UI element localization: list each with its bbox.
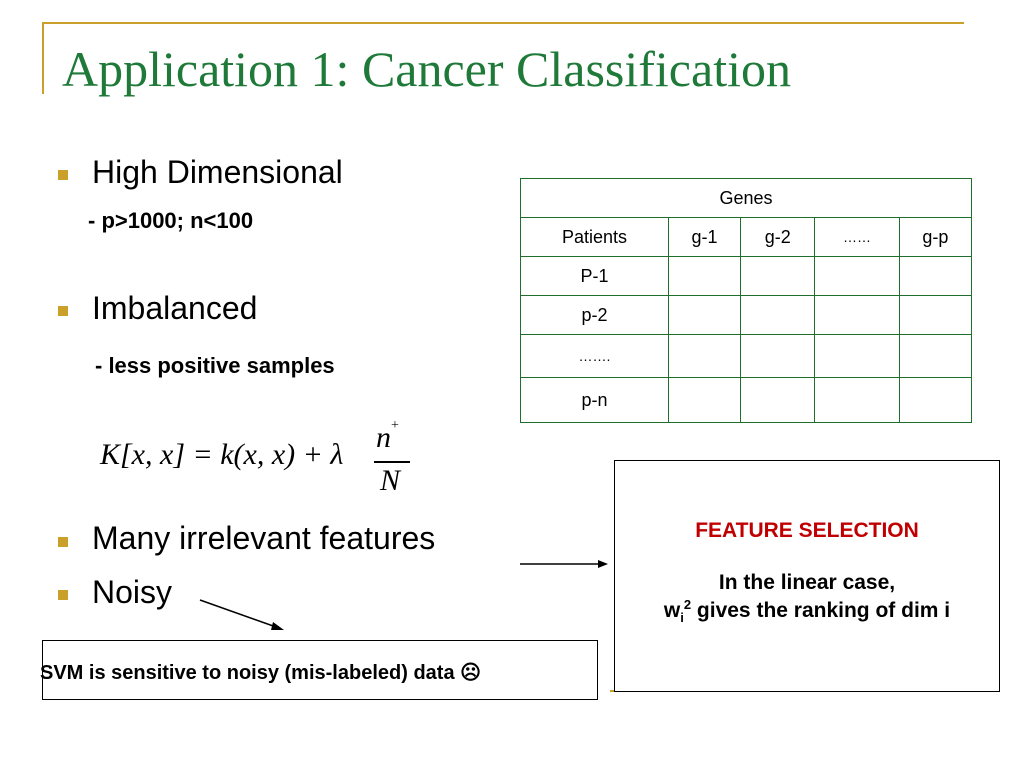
arrow-to-feature-selection [520,560,608,568]
svm-note-box [42,640,598,700]
feature-selection-line1: In the linear case, [718,571,896,594]
bullet-irrelevant-features: Many irrelevant features [92,520,436,556]
table-cell [740,256,816,296]
superscript-2: 2 [683,597,692,612]
feature-selection-line2: wi2 gives the ranking of dim i [663,597,951,626]
bullet-marker [58,590,68,600]
formula-lhs: K[x, x] = k(x, x) + λ [100,438,344,471]
feature-selection-title: FEATURE SELECTION [695,519,919,542]
sub-high-dimensional: - p>1000; n<100 [88,208,254,233]
table-row: p-2 [520,295,973,335]
arrow-noisy-to-note [199,599,284,630]
row-label: P-1 [520,256,669,296]
table-cell [898,377,973,423]
frame-top-line [42,22,964,24]
bullet-noisy: Noisy [92,574,173,610]
formula-numerator: n+ [376,418,399,454]
table-cell [740,334,816,378]
table-cell [814,334,900,378]
column-header: g-1 [667,217,742,257]
formula-plus: + [391,418,399,433]
table-cell [814,377,900,423]
bullet-marker [58,170,68,180]
subscript-i: i [680,610,684,626]
kernel-formula: K[x, x] = k(x, x) + λ [100,438,343,472]
genes-table: Genes Patients g-1 g-2 …… g-p P-1 p-2 ……… [520,178,973,423]
slide-title: Application 1: Cancer Classification [62,41,791,97]
column-header: Patients [520,217,669,257]
bullet-marker [58,537,68,547]
table-cell [667,377,742,423]
formula-fraction-bar [374,461,410,463]
row-label: ……. [520,334,669,378]
feature-selection-box: FEATURE SELECTION In the linear case, wi… [614,460,1000,692]
bullet-marker [58,306,68,316]
formula-denominator: N [380,464,401,497]
svm-note-text: SVM is sensitive to noisy (mis-labeled) … [40,662,481,684]
table-cell [740,377,816,423]
sub-imbalanced: - less positive samples [95,353,335,378]
table-row: p-n [520,377,973,423]
table-row: ……. [520,334,973,378]
table-cell [898,334,973,378]
bullet-high-dimensional: High Dimensional [92,154,343,190]
row-label: p-n [520,377,669,423]
column-header: g-p [898,217,973,257]
frame-left-line [42,22,44,94]
column-header: …… [814,217,900,257]
bullet-imbalanced: Imbalanced [92,290,258,326]
